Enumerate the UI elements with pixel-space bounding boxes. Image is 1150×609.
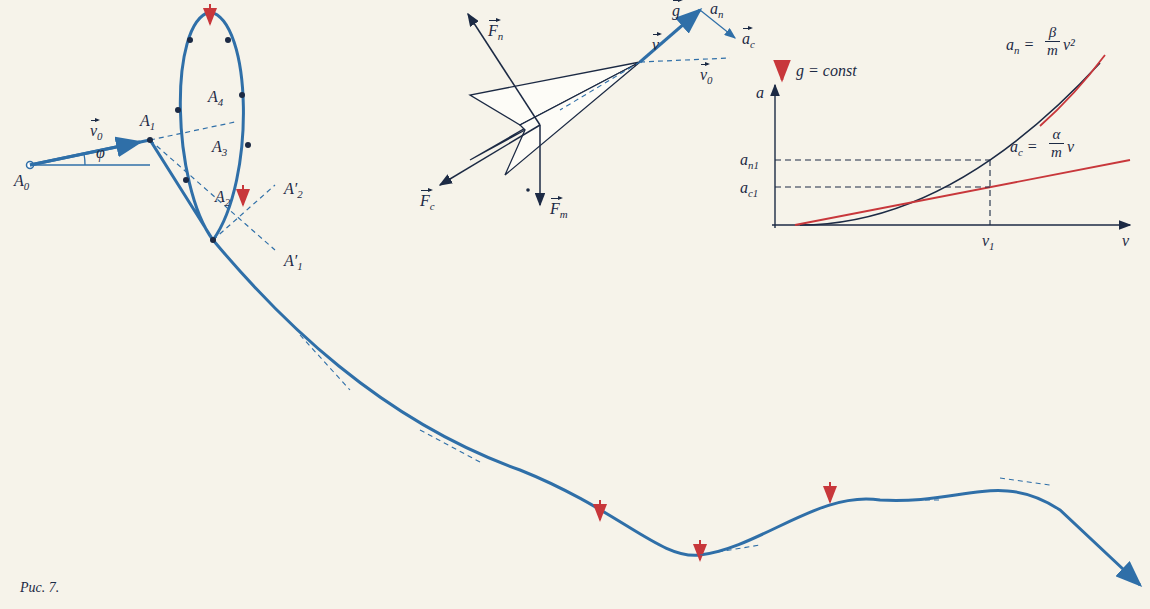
formula-part: v bbox=[1067, 138, 1074, 156]
point-label: A′2 bbox=[284, 180, 303, 198]
formula-part: ac = bbox=[1010, 138, 1038, 156]
force-label: Fп bbox=[488, 22, 503, 40]
force-label: Fс bbox=[420, 192, 435, 210]
point-label: A3 bbox=[212, 138, 227, 156]
point-label: A4 bbox=[208, 88, 223, 106]
vector-label: an bbox=[710, 0, 723, 18]
point-label: A′1 bbox=[284, 252, 303, 270]
formula-part: m bbox=[1049, 143, 1064, 161]
axis-label: v bbox=[1122, 232, 1129, 250]
formula-part: m bbox=[1045, 41, 1060, 59]
value-label: an1 bbox=[740, 151, 759, 169]
axis-label: a bbox=[756, 84, 764, 102]
point-label: A1 bbox=[140, 112, 155, 130]
fraction: βm bbox=[1045, 24, 1060, 58]
graph-note: g = const bbox=[796, 62, 857, 80]
force-label: Fт bbox=[550, 200, 568, 218]
formula-part: β bbox=[1049, 24, 1056, 41]
formula-part: v² bbox=[1063, 36, 1075, 54]
value-label: ac1 bbox=[740, 179, 758, 197]
formula-part: an = bbox=[1006, 36, 1034, 54]
vector-label: v bbox=[652, 36, 659, 54]
vector-label: v0 bbox=[90, 122, 103, 140]
fraction: αm bbox=[1049, 126, 1064, 160]
point-label: A2 bbox=[215, 188, 230, 206]
value-label: v1 bbox=[982, 232, 995, 250]
angle-label: φ bbox=[96, 144, 105, 162]
figure-caption: Рис. 7. bbox=[20, 580, 59, 595]
vector-label: ac bbox=[742, 30, 755, 48]
formula-part: α bbox=[1052, 126, 1060, 143]
vector-label: g bbox=[672, 2, 680, 20]
vector-label: v0 bbox=[700, 66, 713, 84]
point-label: A0 bbox=[14, 172, 29, 190]
